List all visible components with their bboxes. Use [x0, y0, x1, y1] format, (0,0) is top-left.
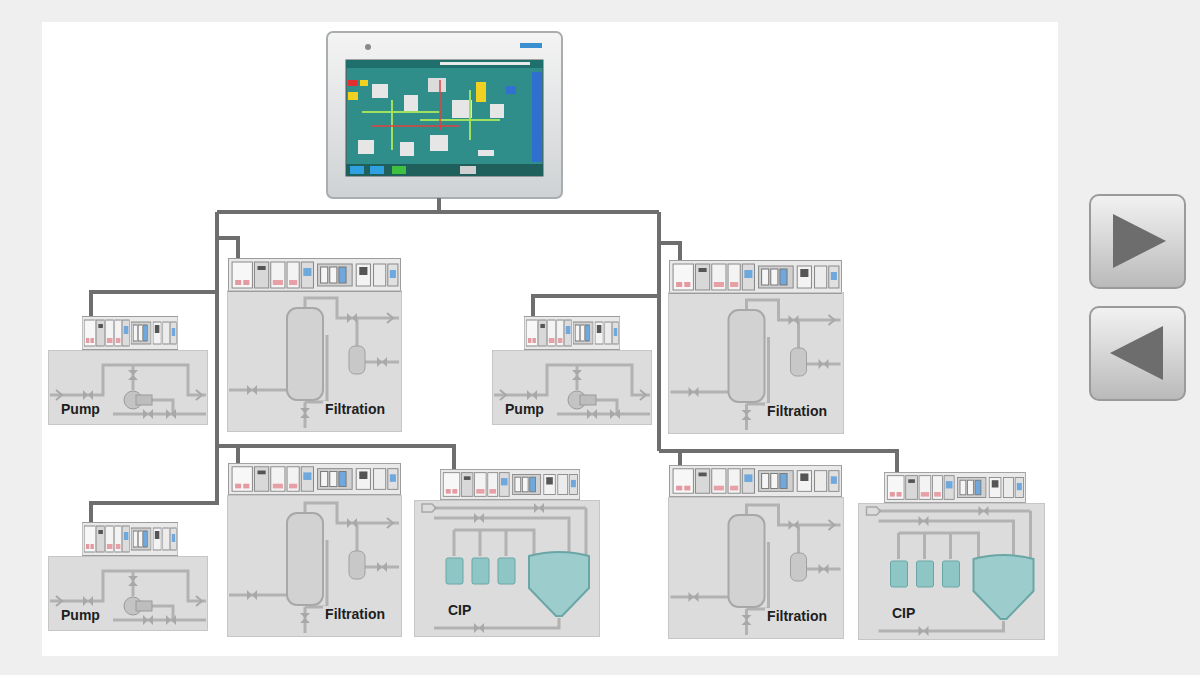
- module-box: Filtration: [668, 292, 844, 434]
- module-box: Pump: [48, 556, 208, 631]
- module-illustrations: [50, 298, 1034, 636]
- module-box: CIP: [414, 500, 600, 637]
- module-box: Filtration: [227, 495, 402, 637]
- module-label: Pump: [59, 401, 102, 418]
- module-label: Pump: [59, 607, 102, 624]
- module-label: Filtration: [323, 401, 387, 418]
- module-label: Pump: [503, 401, 546, 418]
- network-bus: [91, 198, 897, 524]
- module-box: Filtration: [227, 290, 402, 432]
- module-label: CIP: [890, 605, 917, 622]
- module-grounds: [48, 290, 1045, 640]
- valve-terminals: [82, 259, 1025, 556]
- nav-buttons: [1090, 195, 1185, 400]
- module-box: CIP: [858, 503, 1045, 640]
- module-box: Pump: [492, 350, 652, 425]
- module-label: Filtration: [765, 403, 829, 420]
- module-box: Pump: [48, 350, 208, 425]
- hmi-panel: [327, 32, 562, 198]
- module-label: CIP: [446, 602, 473, 619]
- module-label: Filtration: [323, 606, 387, 623]
- module-box: Filtration: [668, 497, 844, 639]
- module-label: Filtration: [765, 608, 829, 625]
